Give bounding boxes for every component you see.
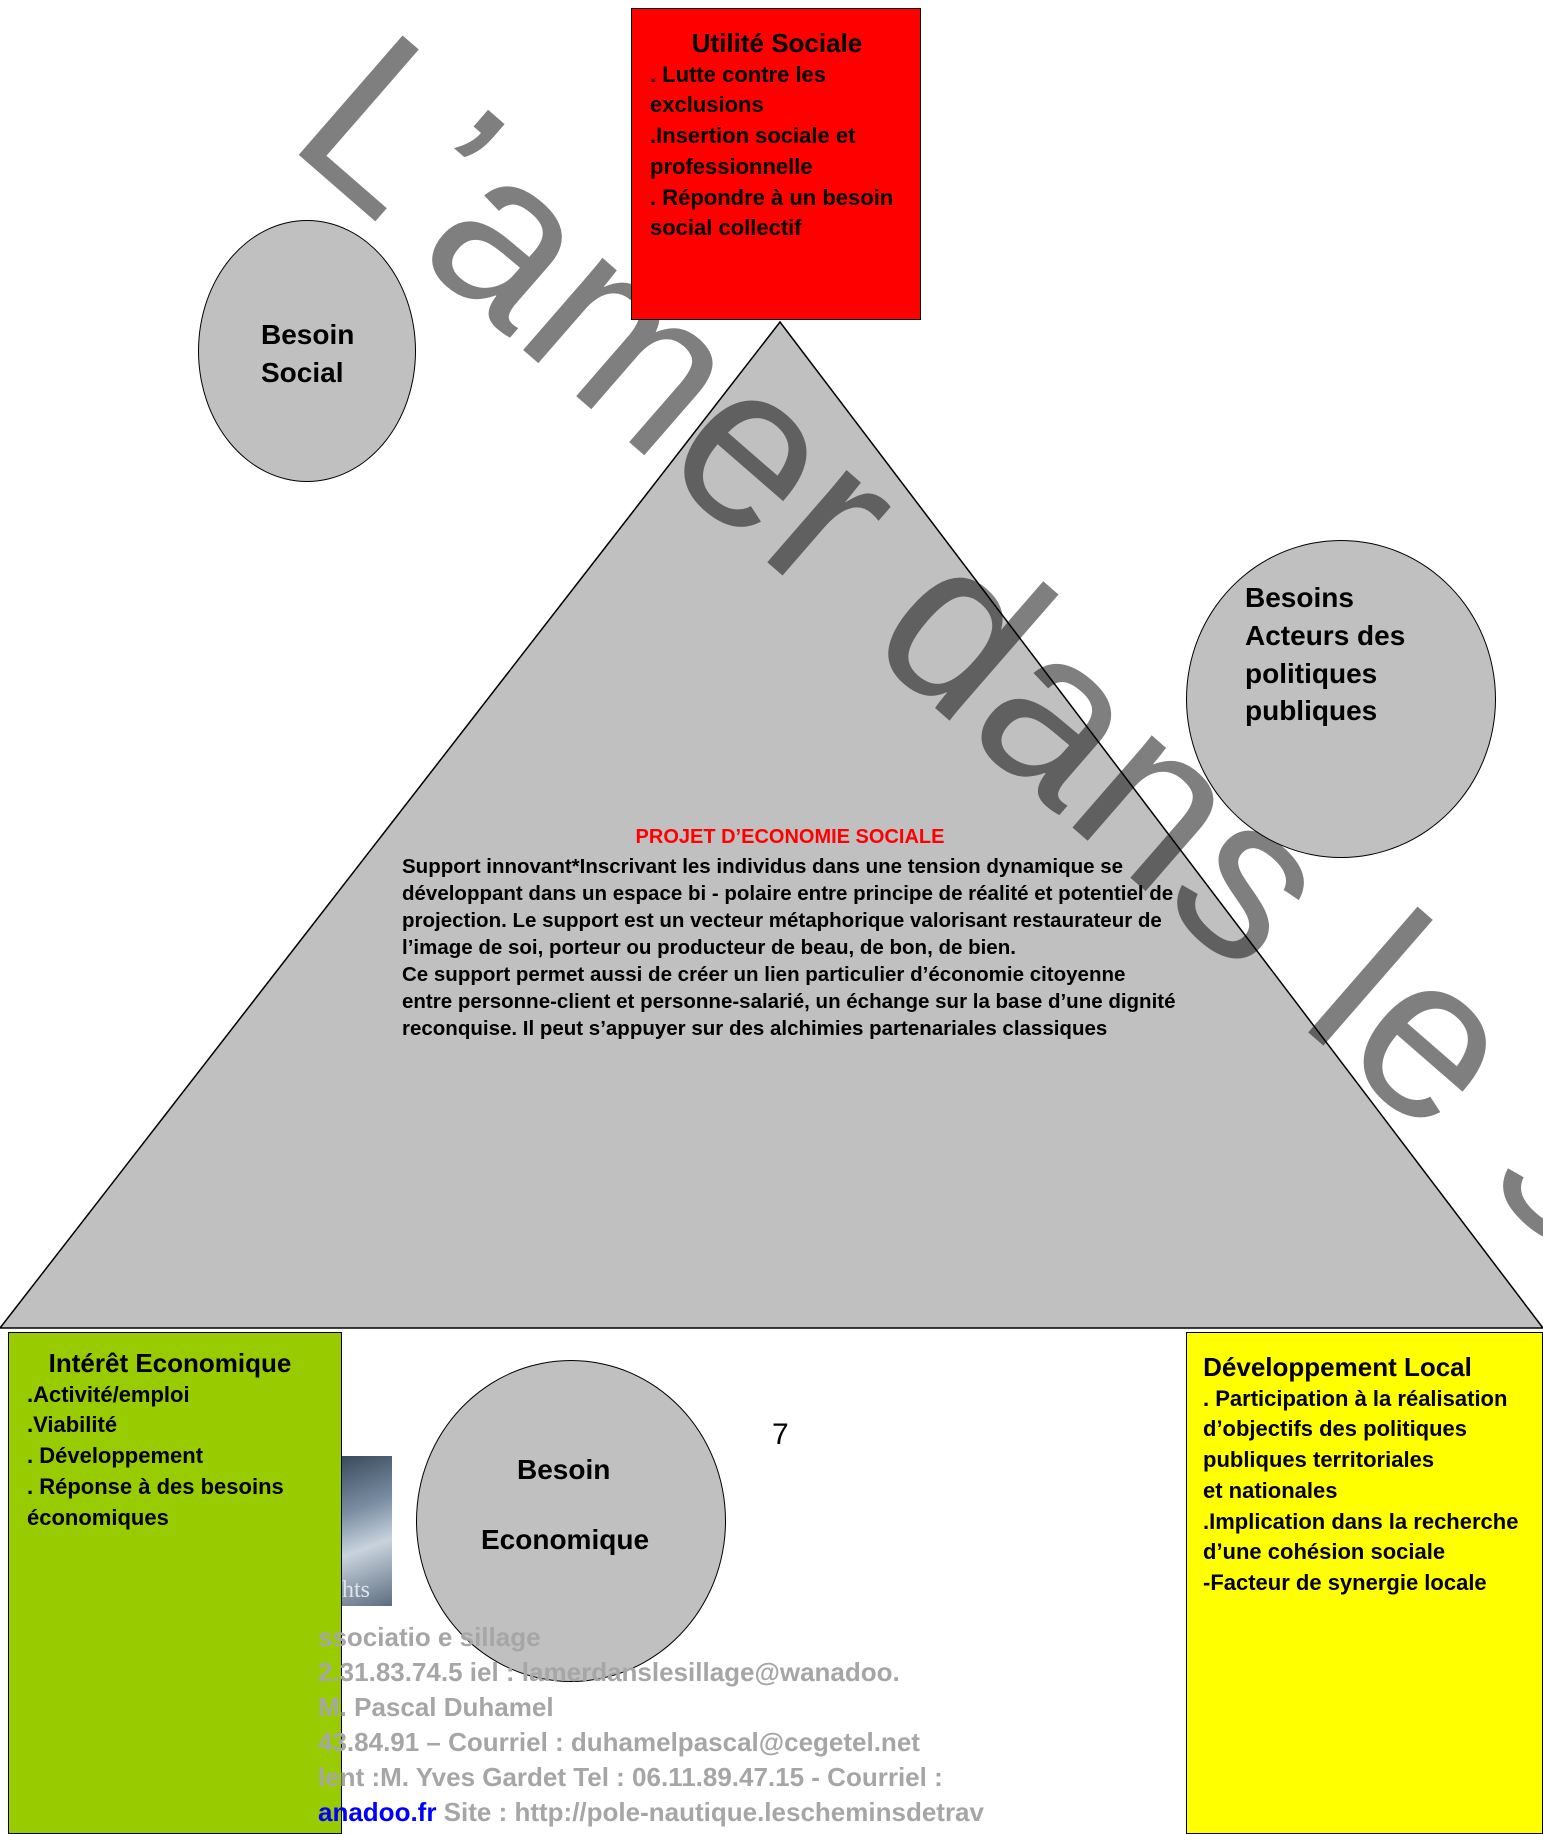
- email-link[interactable]: anadoo.fr: [318, 1797, 437, 1828]
- projet-body: Support innovant*Inscrivant les individu…: [402, 855, 1176, 1041]
- developpement-item: -Facteur de synergie locale: [1203, 1570, 1487, 1596]
- page-number: 7: [772, 1418, 789, 1451]
- developpement-item: . Participation à la réalisation d’objec…: [1203, 1385, 1508, 1473]
- utilite-item: .Insertion sociale et professionnelle: [650, 123, 856, 179]
- utilite-item: . Répondre à un besoin social collectif: [650, 184, 894, 241]
- website-text[interactable]: Site : http://pole-nautique.lescheminsde…: [436, 1797, 984, 1828]
- footer-line: ssociatio e sillage: [318, 1622, 541, 1652]
- footer-contact: ssociatio e sillage 2.31.83.74.5 iel : l…: [318, 1620, 984, 1831]
- besoin-social-circle: Besoin Social: [198, 220, 416, 482]
- triangle-shape: [0, 320, 1543, 1329]
- utilite-sociale-box: Utilité Sociale . Lutte contre les exclu…: [631, 8, 921, 320]
- interet-item: .Viabilité: [27, 1412, 118, 1438]
- projet-title: PROJET D’ECONOMIE SOCIALE: [635, 826, 945, 848]
- developpement-item: et nationales: [1203, 1477, 1338, 1503]
- besoin-economique-label-1: Besoin: [517, 1454, 611, 1485]
- utilite-item: . Lutte contre les exclusions: [650, 61, 827, 118]
- developpement-local-box: Développement Local . Participation à la…: [1186, 1332, 1543, 1834]
- besoin-economique-label-2: Economique: [481, 1524, 650, 1555]
- besoin-social-label: Besoin Social: [261, 319, 355, 388]
- interet-economique-box: Intérêt Economique .Activité/emploi .Via…: [8, 1332, 342, 1834]
- developpement-item: .Implication dans la recherche d’une coh…: [1203, 1508, 1519, 1565]
- interet-item: .Activité/emploi: [27, 1381, 190, 1407]
- photo-caption: hts: [342, 1577, 371, 1603]
- developpement-title: Développement Local: [1203, 1352, 1472, 1382]
- interet-item: . Développement: [27, 1443, 204, 1469]
- footer-line: lent :M. Yves Gardet Tel : 06.11.89.47.1…: [318, 1762, 943, 1793]
- besoins-acteurs-label: Besoins Acteurs des politiques publiques: [1245, 582, 1406, 727]
- interet-item: . Réponse à des besoins économiques: [27, 1473, 284, 1530]
- footer-line: anadoo.fr Site : http://pole-nautique.le…: [318, 1795, 984, 1830]
- projet-economie-sociale: PROJET D’ECONOMIE SOCIALE Support innova…: [402, 826, 1178, 1156]
- photo-thumbnail: hts: [342, 1456, 392, 1606]
- utilite-title: Utilité Sociale: [691, 28, 863, 58]
- footer-line: 43.84.91 – Courriel : duhamelpascal@cege…: [318, 1727, 920, 1758]
- interet-title: Intérêt Economique: [48, 1348, 292, 1378]
- besoin-economique-circle: Besoin Economique: [416, 1360, 726, 1682]
- footer-line: M. Pascal Duhamel: [318, 1692, 554, 1723]
- footer-line: 2.31.83.74.5 iel : lamerdanslesillage@wa…: [318, 1657, 900, 1688]
- besoins-acteurs-circle: Besoins Acteurs des politiques publiques: [1186, 540, 1496, 858]
